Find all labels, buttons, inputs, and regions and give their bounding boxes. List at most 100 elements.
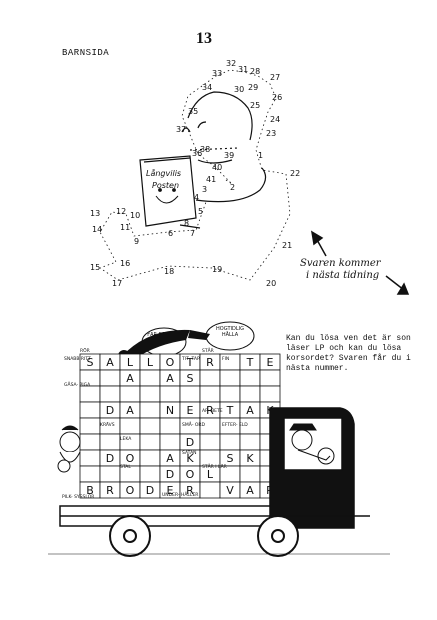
smiley-face-icon (155, 188, 179, 204)
crossword-cell (99, 385, 121, 403)
dot-label: 21 (282, 241, 292, 250)
crossword-letter: S (87, 356, 94, 369)
dot-label: 5 (198, 207, 203, 216)
crossword-cell (139, 417, 161, 435)
book-title-line1: Långvilis (146, 168, 181, 178)
dot-label: 4 (194, 193, 199, 202)
dot-label: 36 (192, 149, 202, 158)
dot-label: 30 (234, 85, 244, 94)
dot-label: 14 (92, 225, 102, 234)
dot-label: 20 (266, 279, 276, 288)
crossword-cell (139, 369, 161, 387)
crossword-clue: UNDER- HÅLLER (162, 491, 198, 498)
bubble-right-text: HÖGTIDLIG HÅLLA (216, 326, 244, 338)
crossword-letter: E (267, 356, 274, 369)
crossword-cell (119, 385, 141, 403)
dot-label: 8 (184, 219, 189, 228)
crossword-cell (199, 433, 221, 451)
dot-label: 13 (90, 209, 100, 218)
dot-label: 22 (290, 169, 300, 178)
crossword-letter: D (186, 436, 194, 449)
driver-drawing (289, 423, 335, 465)
crossword-cell (239, 369, 261, 387)
dot-label: 25 (250, 101, 260, 110)
crossword-letter: V (226, 484, 234, 497)
crossword-cell (139, 401, 161, 419)
dot-labels: 1 2 3 4 5 6 7 8 9 10 11 12 13 14 15 16 1… (90, 59, 300, 288)
crossword-clue: TIT- TAR (181, 356, 200, 362)
answer-note-line2: i nästa tidning (306, 270, 380, 281)
crossword-letter: K (186, 452, 194, 465)
book-title-line2: Posten (152, 181, 179, 190)
crossword-cell (239, 465, 261, 483)
crossword-clue: SNABB RITT (64, 356, 91, 362)
crossword-clue: LEKA (120, 436, 132, 442)
question-text: Kan du lösa ven det är son läser LP och … (286, 334, 411, 373)
crossword-cell (139, 449, 161, 467)
dot-label: 35 (188, 107, 198, 116)
dot-path (99, 69, 291, 281)
crossword-letter: T (246, 356, 254, 369)
crossword-cell (179, 385, 201, 403)
dot-label: 11 (120, 223, 130, 232)
crossword-letter: T (186, 356, 194, 369)
crossword-clue: EFTER- ELD (222, 422, 248, 428)
crossword-cell (159, 433, 181, 451)
crossword-letter: D (166, 468, 174, 481)
crossword-letter: K (246, 452, 254, 465)
speech-bubble-right: HÖGTIDLIG HÅLLA (205, 321, 255, 351)
truck-wheel-icon (257, 515, 299, 557)
crossword-cell (139, 433, 161, 451)
section-label: BARNSIDA (62, 48, 110, 58)
crossword-letter: E (167, 484, 174, 497)
crossword-cell (259, 369, 281, 387)
reader-drawing (139, 91, 267, 229)
crossword-letter: A (166, 452, 174, 465)
dot-label: 32 (226, 59, 236, 68)
dot-label: 23 (266, 129, 276, 138)
crossword-cell (139, 465, 161, 483)
crossword-cell (99, 369, 121, 387)
dot-label: 29 (248, 83, 258, 92)
crossword-letter: R (206, 404, 214, 417)
crossword-letter: R (206, 356, 214, 369)
crossword-letter: O (126, 452, 135, 465)
crossword-cell (259, 385, 281, 403)
crossword-cell (79, 465, 101, 483)
crossword-cell (79, 401, 101, 419)
dot-label: 1 (258, 151, 263, 160)
crossword-clue: STÅR I LÄR (202, 463, 227, 470)
crossword-letter: R (106, 484, 114, 497)
crossword-cell (99, 433, 121, 451)
arrow-icon (310, 230, 410, 295)
dot-label: 33 (212, 69, 222, 78)
dot-label: 9 (134, 237, 139, 246)
crossword-letter: A (126, 372, 134, 385)
crossword-clue: AR- BETE (202, 408, 223, 414)
dot-label: 7 (190, 229, 195, 238)
dot-label: 37 (176, 125, 186, 134)
answer-note-line1: Svaren kommer (300, 258, 381, 269)
crossword-cell (199, 481, 221, 499)
crossword-letter: S (227, 452, 234, 465)
crossword-letter: N (166, 404, 174, 417)
crossword-letter: B (86, 484, 94, 497)
crossword-letter: A (166, 372, 174, 385)
crossword-clue: KRÄVS (100, 421, 115, 428)
crossword-cell (219, 385, 241, 403)
crossword-cell (159, 417, 181, 435)
dot-label: 17 (112, 279, 122, 288)
crossword-letter: A (246, 404, 254, 417)
crossword-cell (219, 433, 241, 451)
child-figure-drawing (57, 425, 81, 473)
dot-label: 19 (212, 265, 222, 274)
dot-label: 12 (116, 207, 126, 216)
crossword-clue: GÅSA- PIGA (64, 381, 91, 388)
crossword-cell (159, 385, 181, 403)
dot-label: 39 (224, 151, 234, 160)
crossword-cell (199, 369, 221, 387)
crossword-letter: D (146, 484, 154, 497)
crossword-letter: O (126, 484, 135, 497)
crossword-letter: D (106, 404, 114, 417)
crossword-clues: SNABB RITT GÅSA- PIGA TIT- TAR STÅR RÖR … (62, 347, 248, 500)
